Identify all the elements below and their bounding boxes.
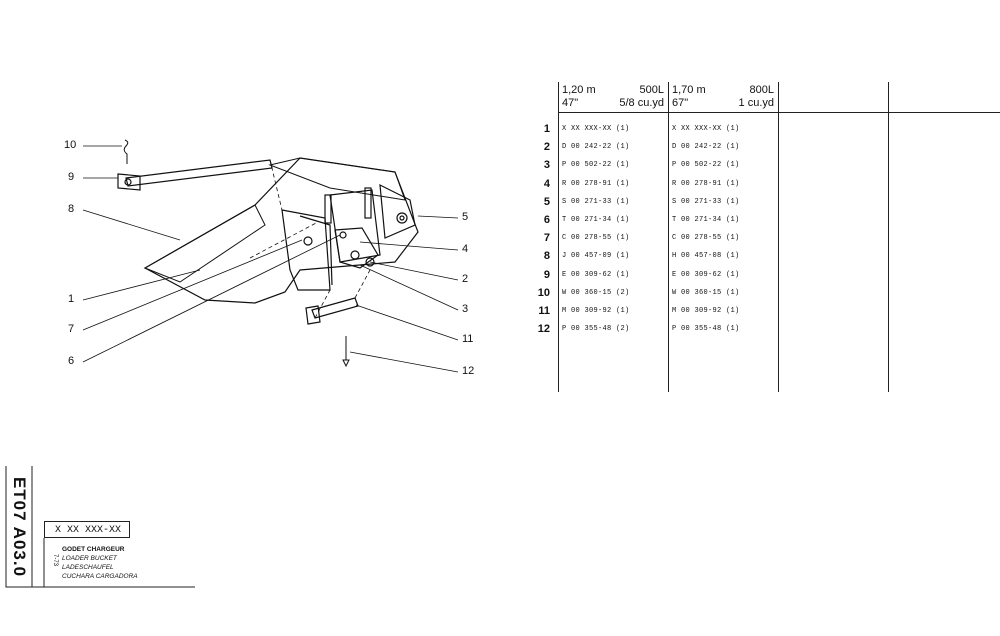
callout-1: 1: [68, 293, 75, 305]
table-item-number: 5: [543, 195, 550, 208]
table-item-number: 10: [537, 286, 550, 299]
hinge-pin: [125, 159, 273, 187]
callout-2: 2: [462, 273, 469, 285]
table-item-number: 11: [538, 305, 550, 317]
table-item-number: 1: [543, 123, 550, 135]
part-number-col-1: X XX XXX-XX (1): [562, 125, 630, 133]
bucket-shell: [143, 157, 419, 304]
table-item-number: 7: [543, 232, 550, 245]
column-2-inches: 67": [672, 97, 689, 109]
table-item-number: 2: [543, 141, 550, 154]
left-bracket: [281, 209, 331, 291]
title-german: LADESCHAUFEL: [62, 564, 114, 571]
callout-10: 10: [64, 139, 77, 151]
callout-7: 7: [68, 323, 75, 335]
drawing-date-text: 7-73: [52, 553, 58, 567]
table-item-number: 3: [543, 159, 550, 172]
part-reference-box: X XX XXX-XX: [44, 521, 130, 538]
part-number-col-2: R 00 278-91 (1): [672, 179, 740, 188]
title-english: LOADER BUCKET: [62, 555, 117, 562]
table-item-number: 6: [543, 214, 550, 226]
callout-5: 5: [462, 211, 469, 223]
part-number-col-1: D 00 242-22 (1): [562, 143, 630, 152]
part-number-col-2: D 00 242-22 (1): [672, 143, 740, 152]
part-number-col-2: W 00 360-15 (1): [672, 288, 740, 297]
link-bar: [334, 227, 379, 269]
drawing-date: 7-73: [48, 540, 62, 580]
part-number-col-2: P 00 502-22 (1): [672, 161, 740, 170]
part-number-col-2: S 00 271-33 (1): [672, 197, 740, 206]
part-number-col-1: S 00 271-33 (1): [562, 197, 630, 206]
table-item-number: 9: [543, 268, 550, 281]
part-number-col-1: W 00 360-15 (2): [562, 288, 630, 297]
column-2-width: 1,70 m: [672, 84, 706, 96]
drawing-code-text: ET07 A03.0: [10, 476, 29, 578]
callout-3: 3: [462, 303, 469, 315]
column-1-inches: 47": [562, 97, 579, 109]
callout-6: 6: [68, 355, 75, 367]
column-2-capacity: 800L: [749, 84, 774, 96]
column-1-capacity: 500L: [639, 84, 664, 96]
right-hinge: [379, 183, 416, 239]
part-number-col-2: C 00 278-55 (1): [672, 234, 740, 243]
title-french: GODET CHARGEUR: [62, 546, 125, 553]
part-number-col-1: T 00 271-34 (1): [562, 216, 630, 224]
title-spanish: CUCHARA CARGADORA: [62, 573, 138, 580]
part-number-col-1: E 00 309-62 (1): [562, 270, 630, 279]
table-item-number: 12: [537, 323, 550, 336]
table-item-number: 8: [543, 250, 550, 263]
table-item-number: 4: [543, 177, 550, 190]
bucket-blade: [143, 204, 266, 283]
column-2-cuyd: 1 cu.yd: [738, 97, 774, 109]
part-number-col-1: C 00 278-55 (1): [562, 234, 630, 243]
part-number-col-1: R 00 278-91 (1): [562, 179, 630, 188]
column-header-2: 1,70 m 800L 67" 1 cu.yd: [672, 84, 776, 110]
bucket-back: [268, 157, 406, 201]
leader-lines: [82, 145, 459, 373]
part-number-col-1: P 00 355-48 (2): [562, 325, 630, 334]
column-header-1: 1,20 m 500L 47" 5/8 cu.yd: [562, 84, 666, 110]
callout-4: 4: [462, 243, 469, 255]
column-1-width: 1,20 m: [562, 84, 596, 96]
part-number-col-1: P 00 502-22 (1): [562, 161, 630, 170]
callout-8: 8: [68, 203, 75, 215]
callout-9: 9: [68, 171, 75, 183]
callout-12: 12: [462, 365, 475, 377]
column-1-cuyd: 5/8 cu.yd: [619, 97, 664, 109]
callout-11: 11: [462, 333, 474, 345]
part-number-col-1: J 00 457-09 (1): [562, 252, 630, 261]
part-number-col-2: T 00 271-34 (1): [672, 216, 740, 224]
part-number-col-2: X XX XXX-XX (1): [672, 125, 740, 133]
part-number-col-2: M 00 309-92 (1): [672, 307, 740, 315]
part-number-col-1: M 00 309-92 (1): [562, 307, 630, 315]
part-number-col-2: H 00 457-08 (1): [672, 252, 740, 261]
drawing-code: ET07 A03.0: [6, 467, 32, 587]
parts-table: 1,20 m 500L 47" 5/8 cu.yd 1,70 m 800L 67" 1 …: [528, 82, 1000, 392]
part-number-col-2: E 00 309-62 (1): [672, 270, 740, 279]
part-number-col-2: P 00 355-48 (1): [672, 325, 740, 334]
